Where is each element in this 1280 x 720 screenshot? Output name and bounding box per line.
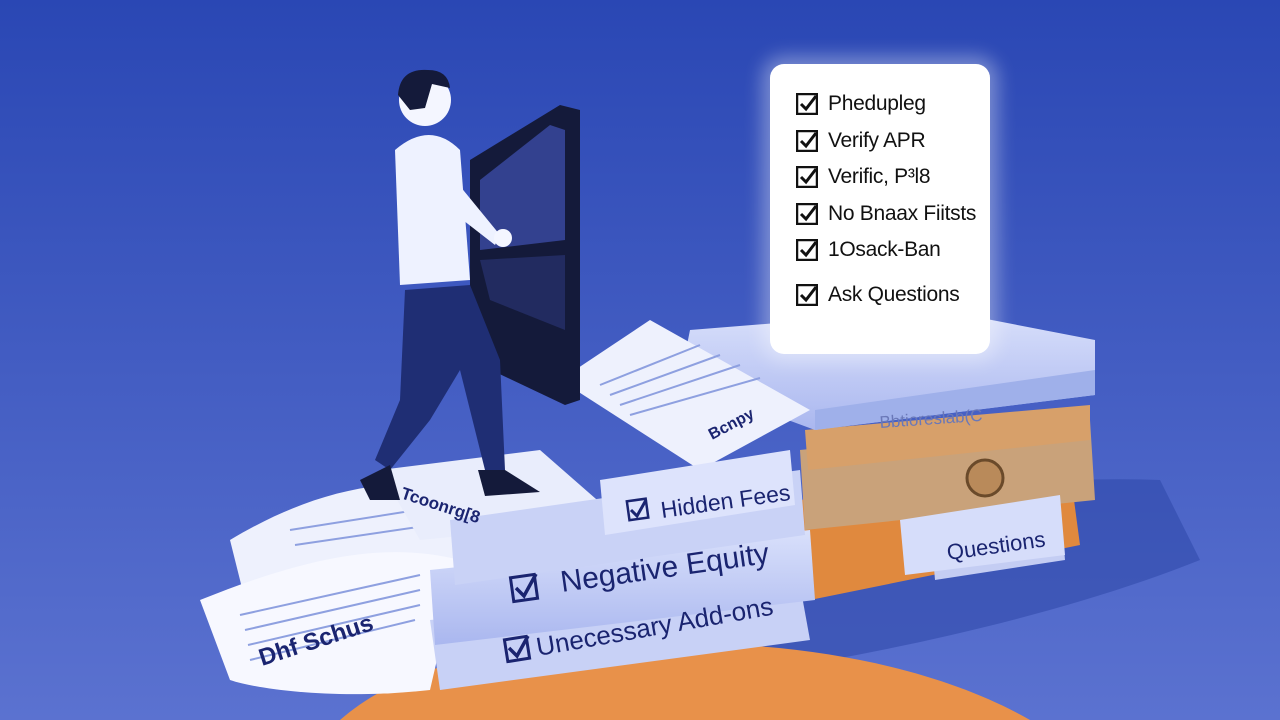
checklist-item: Ask Questions bbox=[795, 277, 990, 314]
checkbox-checked-icon bbox=[795, 129, 819, 152]
checkbox-checked-icon bbox=[795, 202, 819, 225]
questions-box-label: Questions bbox=[945, 526, 1047, 565]
paper-left-label: Dhf Schus bbox=[256, 609, 377, 671]
checkbox-checked-icon bbox=[795, 166, 819, 189]
checklist-item: No Bnaax Fiitsts bbox=[795, 196, 990, 233]
checklist-item-label: No Bnaax Fiitsts bbox=[828, 201, 977, 225]
paper-mid-label: Tcoonrg[8 bbox=[399, 484, 483, 527]
checkbox-checked-icon bbox=[795, 283, 819, 306]
checkbox-checked-icon bbox=[795, 239, 819, 262]
checklist: Phedupleg Verify APR Verific, P³l8 No Bn… bbox=[770, 64, 990, 313]
checklist-item: 1Osack-Ban bbox=[795, 232, 990, 269]
hidden-fees-label: Hidden Fees bbox=[659, 479, 792, 523]
checklist-item-label: 1Osack-Ban bbox=[828, 238, 941, 262]
checklist-item: Phedupleg bbox=[795, 86, 990, 123]
middle-box-stack bbox=[430, 450, 1065, 690]
person bbox=[360, 69, 540, 500]
checklist-item: Verify APR bbox=[795, 123, 990, 160]
negative-equity-label: Negative Equity bbox=[558, 537, 771, 599]
right-box-top-label: Bbtioreslab(C bbox=[879, 406, 983, 432]
paper-top-label: Bcnpy bbox=[706, 406, 757, 444]
checklist-card: Phedupleg Verify APR Verific, P³l8 No Bn… bbox=[770, 64, 990, 354]
checklist-item-label: Ask Questions bbox=[828, 282, 960, 306]
checklist-item-label: Verify APR bbox=[828, 128, 926, 152]
checklist-item: Verific, P³l8 bbox=[795, 159, 990, 196]
checkbox-checked-icon bbox=[795, 93, 819, 116]
checklist-item-label: Verific, P³l8 bbox=[828, 165, 931, 189]
car-door bbox=[470, 105, 580, 405]
unnecessary-addons-box-label: Unecessary Add-ons bbox=[502, 591, 775, 664]
negative-equity-box-label: Negative Equity bbox=[508, 537, 771, 604]
checklist-item-label: Phedupleg bbox=[828, 92, 926, 116]
unnecessary-addons-label: Unecessary Add-ons bbox=[534, 591, 775, 662]
hidden-fees-box-label: Hidden Fees bbox=[625, 479, 792, 523]
